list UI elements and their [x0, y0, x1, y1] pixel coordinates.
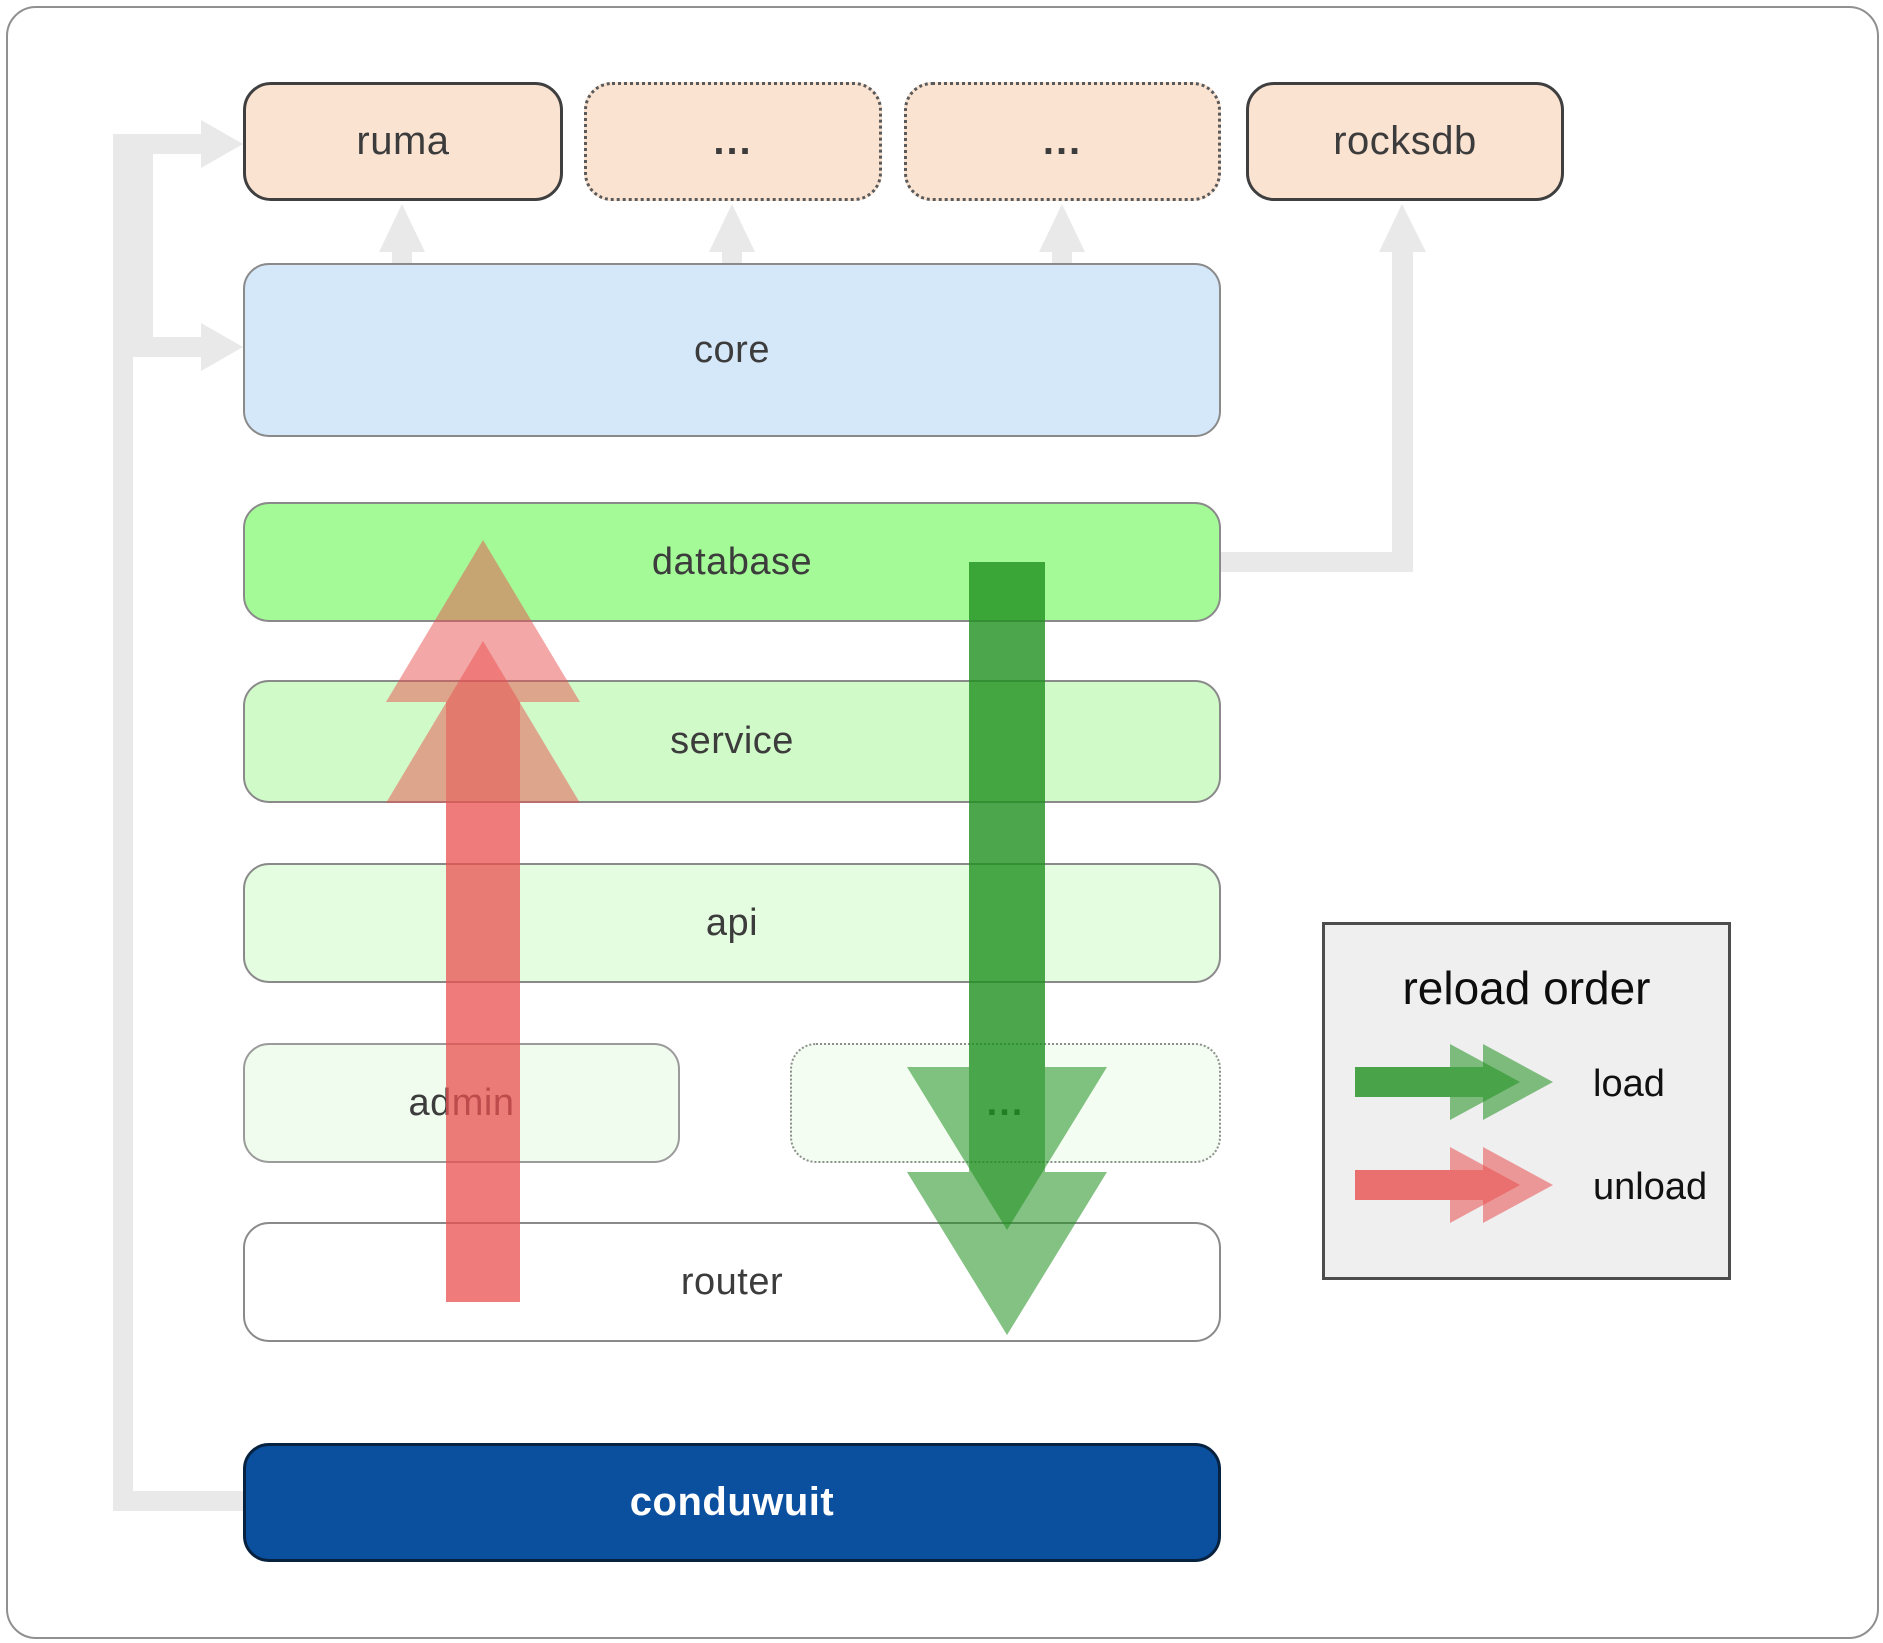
legend-reload-order: reload order load unload	[1322, 922, 1731, 1280]
node-rocksdb-label: rocksdb	[1333, 119, 1477, 163]
node-dots-top-1-label: ...	[713, 119, 753, 163]
node-api-label: api	[705, 901, 759, 944]
node-ruma-label: ruma	[356, 119, 450, 163]
unload-arrow	[386, 540, 580, 1302]
arrowhead-into-ruma-icon	[201, 120, 243, 168]
legend-title: reload order	[1402, 962, 1651, 1014]
arrowhead-into-core-icon	[201, 323, 243, 371]
node-dots-top-2-label: ...	[1042, 119, 1083, 163]
node-router-label: router	[680, 1260, 784, 1303]
arrowhead-core-to-dots1-icon	[709, 204, 755, 252]
arrowhead-core-to-dots2-icon	[1039, 204, 1085, 252]
node-conduwuit-label: conduwuit	[629, 1480, 835, 1524]
node-database: database	[243, 502, 1221, 622]
arrowhead-core-to-ruma-icon	[379, 204, 425, 252]
node-dots-top-1: ...	[584, 82, 882, 201]
node-database-label: database	[651, 540, 813, 583]
legend-unload-label: unload	[1593, 1166, 1708, 1208]
node-core-label: core	[694, 328, 770, 371]
load-arrow	[907, 562, 1107, 1335]
node-rocksdb: rocksdb	[1246, 82, 1564, 201]
trunk-line	[113, 134, 133, 1511]
legend-load-arrow-icon	[1355, 1044, 1553, 1120]
node-service-label: service	[670, 720, 794, 762]
legend-unload-arrow-icon	[1355, 1147, 1553, 1223]
node-api: api	[243, 863, 1221, 983]
node-ruma: ruma	[243, 82, 563, 201]
node-dots-top-2: ...	[904, 82, 1221, 201]
arrowhead-into-rocksdb-icon	[1379, 204, 1426, 252]
legend-load-label: load	[1593, 1063, 1665, 1105]
node-conduwuit: conduwuit	[243, 1443, 1221, 1562]
node-core: core	[243, 263, 1221, 437]
